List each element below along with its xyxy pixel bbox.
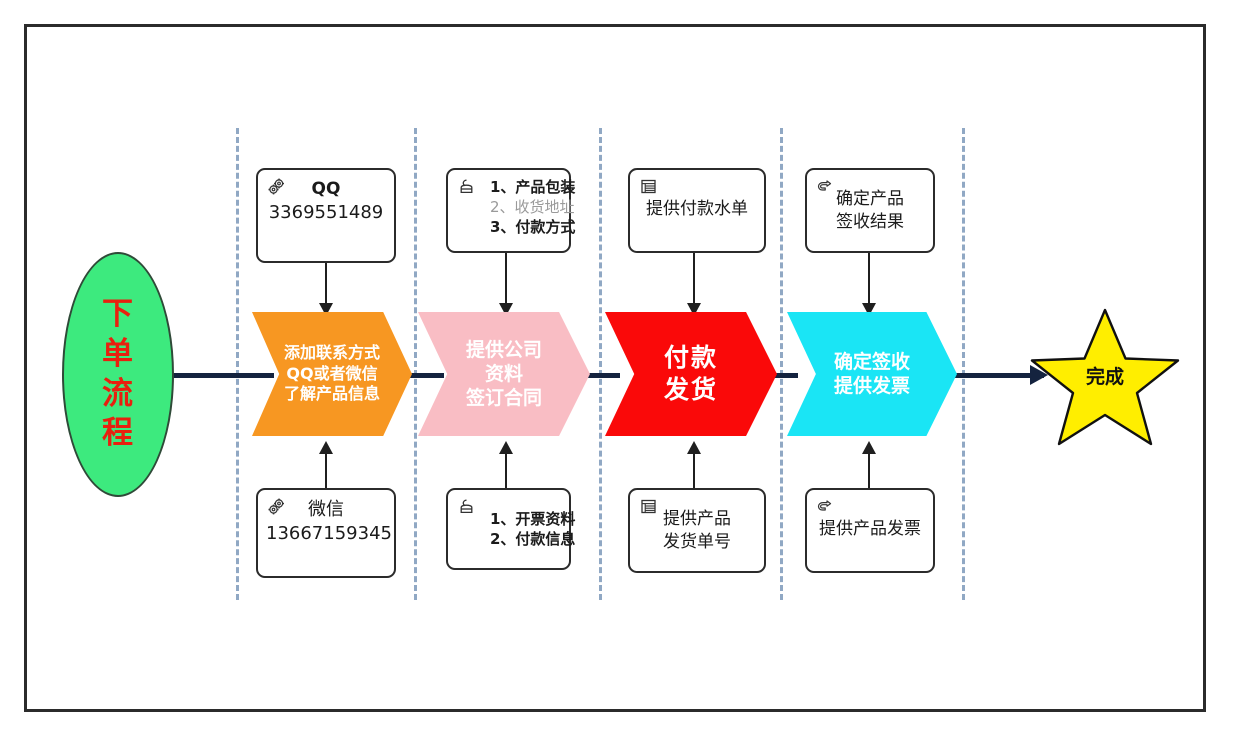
process-step-contract-line-3: 签订合同 (465, 387, 542, 410)
lane-separator-5 (962, 128, 965, 600)
note-order-info[interactable]: 1、产品包装 2、收货地址 3、付款方式 (446, 168, 576, 253)
note-shipping-no-line-1: 提供产品 (663, 509, 731, 529)
connector-shipping-no-to-step3 (693, 452, 695, 490)
process-step-contact-line-2: QQ或者微信 (286, 363, 378, 383)
process-step-contact-line-1: 添加联系方式 (283, 343, 380, 363)
start-label-char-2: 单 (102, 335, 134, 372)
gears-icon (267, 497, 287, 517)
connector-provide-invoice-arrowhead (862, 441, 876, 454)
note-shipping-no[interactable]: 提供产品 发货单号 (628, 488, 766, 573)
start-label-char-1: 下 (102, 296, 134, 333)
note-confirm-receipt[interactable]: 确定产品 签收结果 (805, 168, 935, 253)
process-step-contract-line-2: 资料 (484, 362, 523, 385)
start-label-char-3: 流 (102, 375, 134, 412)
start-node[interactable]: 下 单 流 程 (62, 252, 174, 497)
note-invoice-info-text: 1、开票资料 2、付款信息 (456, 510, 576, 550)
person-icon (457, 497, 477, 517)
lane-separator-2 (414, 128, 417, 600)
note-qq-line-2: 3369551489 (268, 201, 384, 223)
connector-invoice-info-arrowhead (499, 441, 513, 454)
connector-qq-to-step1 (325, 263, 327, 306)
note-invoice-info-line-1: 1、开票资料 (490, 510, 576, 528)
process-step-contact-line-3: 了解产品信息 (283, 384, 380, 404)
note-qq[interactable]: QQ 3369551489 (256, 168, 396, 263)
note-wechat-line-2: 13667159345 (266, 522, 392, 544)
note-wechat-line-1: 微信 (308, 499, 344, 520)
note-wechat-text: 微信 13667159345 (266, 498, 392, 546)
note-provide-invoice-text: 提供产品发票 (815, 518, 925, 541)
note-wechat[interactable]: 微信 13667159345 (256, 488, 396, 578)
note-payment-slip-text: 提供付款水单 (638, 198, 756, 221)
process-step-payment-line-2: 发货 (663, 375, 718, 404)
note-shipping-no-text: 提供产品 发货单号 (638, 508, 756, 553)
note-qq-text: QQ 3369551489 (266, 178, 386, 225)
start-label-char-4: 程 (102, 415, 134, 452)
note-confirm-receipt-text: 确定产品 签收结果 (815, 188, 925, 233)
note-payment-slip[interactable]: 提供付款水单 (628, 168, 766, 253)
note-payment-slip-line-1: 提供付款水单 (646, 199, 748, 219)
note-invoice-info-line-2: 2、付款信息 (490, 529, 576, 548)
spine-step1-to-step2 (398, 373, 444, 378)
note-provide-invoice-line-1: 提供产品发票 (819, 519, 921, 539)
lane-separator-1 (236, 128, 239, 600)
note-order-info-text: 1、产品包装 2、收货地址 3、付款方式 (456, 178, 576, 238)
connector-order-info-to-step2 (505, 253, 507, 306)
note-confirm-receipt-line-2: 签收结果 (836, 211, 904, 232)
note-invoice-info[interactable]: 1、开票资料 2、付款信息 (446, 488, 576, 570)
document-list-icon (639, 177, 659, 197)
connector-confirm-receipt-to-step4 (868, 253, 870, 306)
process-step-payment-line-1: 付款 (663, 343, 718, 372)
note-qq-line-1: QQ (311, 179, 341, 199)
gears-icon (267, 177, 287, 197)
connector-wechat-arrowhead (319, 441, 333, 454)
star-shape (1030, 308, 1180, 446)
process-step-receipt-line-2: 提供发票 (833, 375, 910, 397)
note-order-info-line-2: 2、收货地址 (490, 197, 575, 216)
connector-wechat-to-step1 (325, 452, 327, 490)
note-provide-invoice[interactable]: 提供产品发票 (805, 488, 935, 573)
connector-payment-slip-to-step3 (693, 253, 695, 306)
process-step-receipt-line-1: 确定签收 (833, 350, 910, 373)
end-node[interactable]: 完成 (1030, 306, 1180, 448)
spine-start-to-step1 (172, 373, 274, 378)
spine-step4-to-end (944, 373, 1044, 378)
note-order-info-line-3: 3、付款方式 (490, 217, 576, 236)
spine-step3-to-step4 (762, 373, 798, 378)
note-order-info-line-1: 1、产品包装 (490, 178, 576, 196)
pointing-hand-icon (816, 497, 836, 517)
pointing-hand-icon (816, 177, 836, 197)
spine-step2-to-step3 (570, 373, 620, 378)
document-list-icon (639, 497, 659, 517)
connector-invoice-info-to-step2 (505, 452, 507, 490)
process-step-contact[interactable]: 添加联系方式 QQ或者微信 了解产品信息 (252, 312, 412, 436)
connector-shipping-no-arrowhead (687, 441, 701, 454)
person-icon (457, 177, 477, 197)
connector-provide-invoice-to-step4 (868, 452, 870, 490)
note-shipping-no-line-2: 发货单号 (663, 531, 731, 552)
process-step-contract[interactable]: 提供公司 资料 签订合同 (418, 312, 590, 436)
diagram-frame (24, 24, 1206, 712)
end-label: 完成 (1085, 366, 1124, 388)
process-step-receipt[interactable]: 确定签收 提供发票 (787, 312, 957, 436)
lane-separator-3 (599, 128, 602, 600)
process-step-contract-line-1: 提供公司 (465, 338, 542, 361)
lane-separator-4 (780, 128, 783, 600)
note-confirm-receipt-line-1: 确定产品 (836, 189, 904, 209)
